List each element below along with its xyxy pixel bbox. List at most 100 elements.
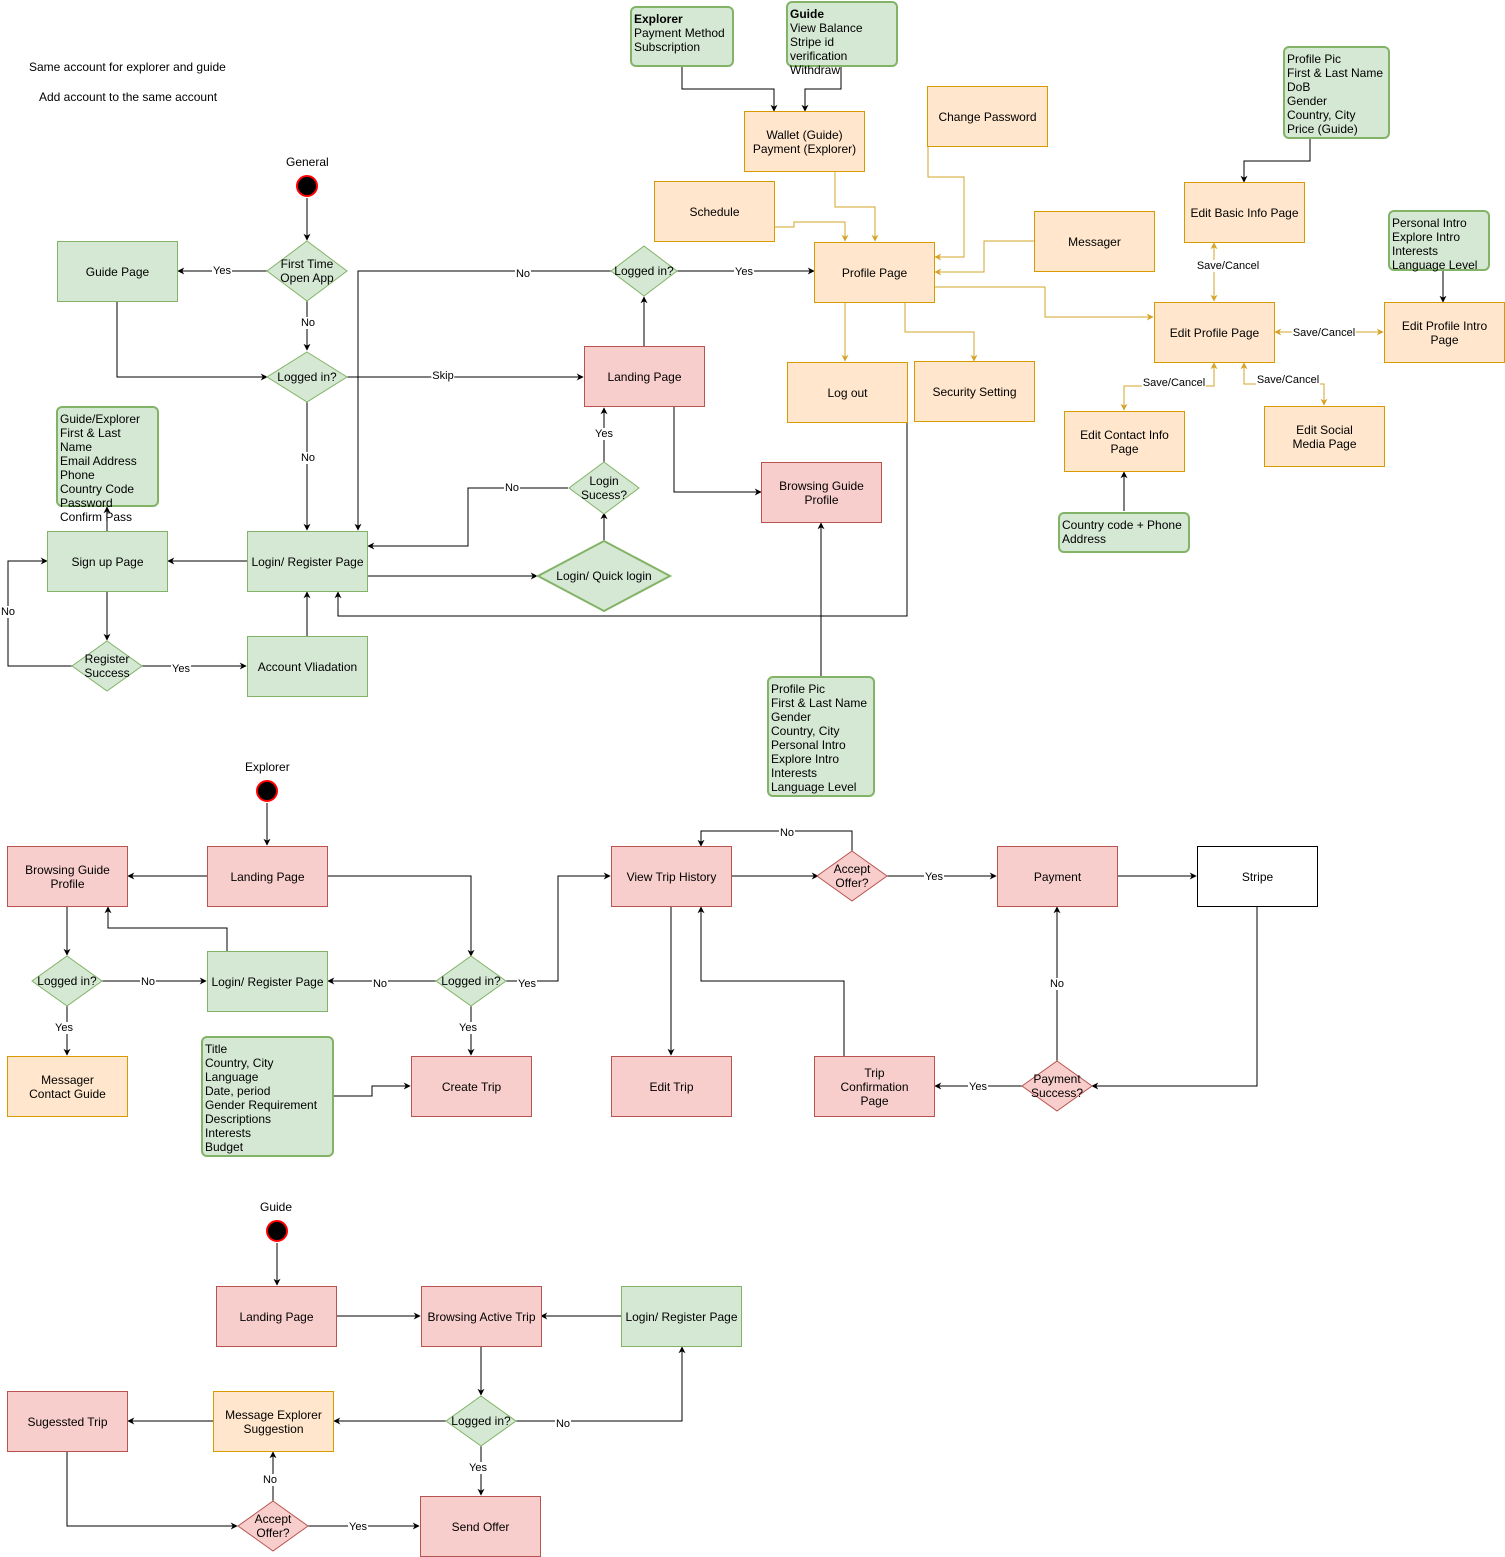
node-edit-profile-intro[interactable]: Edit Profile Intro Page	[1384, 302, 1505, 363]
edge	[697, 906, 845, 1056]
start-label-general: General	[286, 155, 329, 169]
edge	[515, 1346, 686, 1422]
node-trip-confirmation[interactable]: Trip Confirmation Page	[814, 1056, 935, 1117]
decision-accept-offer	[816, 850, 888, 902]
node-explorer-landing-page[interactable]: Landing Page	[207, 846, 328, 907]
edge-label-yes: Yes	[468, 1462, 488, 1474]
node-guide-page[interactable]: Guide Page	[57, 241, 178, 302]
start-node-general	[296, 175, 318, 197]
edge-label-yes: Yes	[54, 1022, 74, 1034]
edge-label-no: No	[299, 452, 317, 464]
node-create-trip[interactable]: Create Trip	[411, 1056, 532, 1117]
decision-register-success	[71, 640, 143, 692]
node-wallet[interactable]: Wallet (Guide) Payment (Explorer)	[744, 111, 865, 172]
node-landing-page[interactable]: Landing Page	[584, 346, 705, 407]
decision-payment-success	[1021, 1060, 1093, 1112]
note-explorer-title: Explorer	[634, 12, 683, 26]
edge-label-no: No	[139, 976, 157, 988]
node-explorer-login-register[interactable]: Login/ Register Page	[207, 951, 328, 1012]
node-view-trip-history[interactable]: View Trip History	[611, 846, 732, 907]
start-label-explorer: Explorer	[245, 760, 290, 774]
edge-label-no: No	[299, 317, 317, 329]
edge	[801, 67, 842, 112]
decision-logged-in-1	[266, 351, 348, 403]
edge-label-no: No	[0, 606, 17, 618]
note-guide-title: Guide	[790, 7, 825, 21]
node-profile-page[interactable]: Profile Page	[814, 242, 935, 303]
node-account-validation[interactable]: Account Vliadation	[247, 636, 368, 697]
edge	[904, 302, 978, 362]
edge-label-yes: Yes	[968, 1081, 988, 1093]
edge-label-yes: Yes	[348, 1521, 368, 1533]
node-guide-landing-page[interactable]: Landing Page	[216, 1286, 337, 1347]
node-edit-basic-info[interactable]: Edit Basic Info Page	[1184, 182, 1305, 243]
node-login-register[interactable]: Login/ Register Page	[247, 531, 368, 592]
decision-guide-accept-offer	[237, 1500, 309, 1552]
edge	[333, 1082, 411, 1097]
decision-logged-in-2	[610, 245, 678, 297]
edge-label-no: No	[778, 827, 796, 839]
label-explorer-logged-in-right: Logged in?	[441, 974, 501, 988]
edge-label-yes: Yes	[517, 978, 537, 990]
edge-label-no: No	[371, 978, 389, 990]
note-signup-fields: Guide/Explorer First & Last Name Email A…	[56, 406, 159, 524]
edge-label-yes: Yes	[734, 266, 754, 278]
edge	[934, 240, 1034, 276]
node-edit-profile[interactable]: Edit Profile Page	[1154, 302, 1275, 363]
label-guide-logged-in: Logged in?	[451, 1414, 511, 1428]
node-edit-trip[interactable]: Edit Trip	[611, 1056, 732, 1117]
edge-label-save-cancel: Save/Cancel	[1255, 374, 1321, 386]
edge	[697, 830, 853, 851]
edge	[1240, 139, 1311, 183]
edge-label-save-cancel: Save/Cancel	[1195, 260, 1261, 272]
decision-first-time	[266, 240, 348, 302]
note-trip-fields: Title Country, City Language Date, perio…	[201, 1036, 334, 1157]
edge-label-no: No	[1048, 978, 1066, 990]
edge	[116, 302, 268, 381]
edge	[66, 1452, 238, 1530]
node-edit-social-media[interactable]: Edit Social Media Page	[1264, 406, 1385, 467]
label-logged-in-1: Logged in?	[277, 370, 337, 384]
node-guide-login-register[interactable]: Login/ Register Page	[621, 1286, 742, 1347]
decision-quick-login	[535, 539, 673, 613]
node-send-offer[interactable]: Send Offer	[420, 1496, 541, 1557]
node-stripe[interactable]: Stripe	[1197, 846, 1318, 907]
node-schedule[interactable]: Schedule	[654, 181, 775, 242]
label-payment-success: Payment Success?	[1030, 1072, 1084, 1100]
edge	[104, 906, 228, 951]
node-messager-contact-guide[interactable]: Messager Contact Guide	[7, 1056, 128, 1117]
node-messager[interactable]: Messager	[1034, 211, 1155, 272]
node-security-setting[interactable]: Security Setting	[914, 361, 1035, 422]
note-browse-profile-fields: Profile Pic First & Last Name Gender Cou…	[767, 676, 875, 797]
node-payment[interactable]: Payment	[997, 846, 1118, 907]
edge	[834, 172, 879, 242]
node-change-password[interactable]: Change Password	[927, 86, 1048, 147]
start-node-explorer	[256, 780, 278, 802]
node-browsing-guide-profile[interactable]: Browsing Guide Profile	[761, 462, 882, 523]
note-basic-info-fields: Profile Pic First & Last Name DoB Gender…	[1283, 46, 1390, 139]
node-message-explorer[interactable]: Message Explorer Suggestion	[213, 1391, 334, 1452]
edge	[774, 221, 849, 242]
label-first-time: First Time Open App	[280, 257, 334, 285]
node-edit-contact-info[interactable]: Edit Contact Info Page	[1064, 411, 1185, 472]
edge	[935, 286, 1154, 321]
node-sign-up[interactable]: Sign up Page	[47, 531, 168, 592]
start-node-guide	[266, 1220, 288, 1242]
node-explorer-browsing-guide-profile[interactable]: Browsing Guide Profile	[7, 846, 128, 907]
edge	[673, 407, 762, 496]
edge-label-yes: Yes	[594, 428, 614, 440]
decision-login-success	[568, 461, 640, 515]
edge-label-yes: Yes	[171, 663, 191, 675]
edge-label-no: No	[514, 268, 532, 280]
edge	[681, 67, 778, 112]
node-suggested-trip[interactable]: Sugessted Trip	[7, 1391, 128, 1452]
node-log-out[interactable]: Log out	[787, 362, 908, 423]
edge-label-no: No	[503, 482, 521, 494]
node-browsing-active-trip[interactable]: Browsing Active Trip	[421, 1286, 542, 1347]
note-add-account: Add account to the same account	[39, 90, 218, 104]
edge	[506, 872, 611, 982]
note-explorer-body: Payment Method Subscription	[634, 26, 725, 54]
